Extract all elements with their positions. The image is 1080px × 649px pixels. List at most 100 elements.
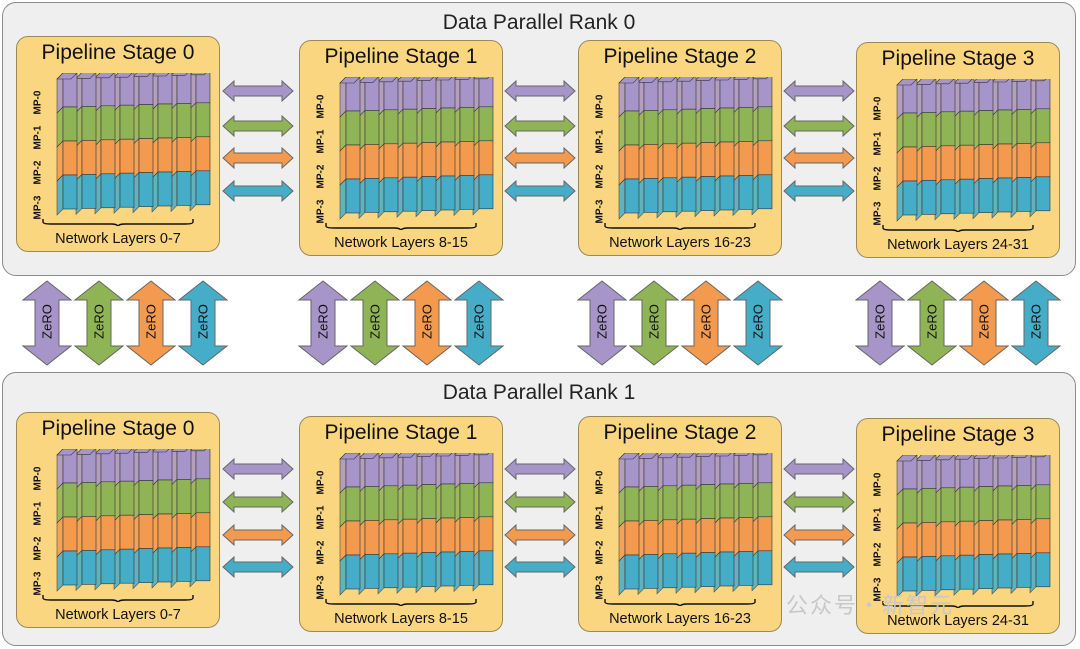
pipeline-stage-1: Pipeline Stage 1 Network Layers 8-15 MP-… — [299, 40, 503, 256]
stage-layers-label: Network Layers 24-31 — [887, 613, 1029, 629]
pipeline-transfer-arrow — [783, 115, 855, 137]
layer-band-mp-2 — [902, 522, 918, 558]
layer-top-cap — [991, 79, 1010, 83]
layer-band-mp-0 — [1016, 455, 1032, 486]
layer-band-mp-0 — [402, 77, 418, 110]
layer-band-mp-3 — [421, 552, 437, 587]
zero-label: ZeRO — [367, 304, 383, 339]
zero-label: ZeRO — [1028, 304, 1044, 339]
layer-band-mp-1 — [176, 103, 192, 138]
network-layer — [56, 449, 78, 592]
zero-arrow: ZeRO — [680, 280, 732, 366]
layer-band-mp-1 — [624, 486, 640, 522]
layer-band-mp-3 — [119, 172, 135, 208]
layer-top-cap — [75, 449, 96, 455]
network-layer — [472, 77, 494, 216]
layer-top-cap — [396, 453, 416, 458]
layer-top-cap — [56, 449, 78, 456]
layer-band-mp-2 — [921, 146, 937, 181]
zero-arrow: ZeRO — [73, 280, 125, 366]
layer-band-mp-2 — [921, 522, 937, 557]
stage-title: Pipeline Stage 3 — [881, 47, 1035, 70]
layers-brace — [882, 225, 1034, 232]
network-layer — [732, 453, 754, 593]
layer-band-mp-2 — [700, 142, 716, 177]
mp-label-1: MP-1 — [315, 505, 327, 530]
layer-band-mp-2 — [440, 141, 456, 177]
network-layer — [896, 79, 918, 222]
layer-band-mp-2 — [459, 141, 475, 176]
brace-path — [42, 219, 194, 226]
zero-arrow-shape — [628, 280, 680, 366]
layer-top-cap — [339, 453, 361, 460]
network-layer — [415, 453, 437, 594]
network-layer — [189, 449, 211, 588]
layer-side-face — [56, 106, 64, 148]
layer-stack — [618, 453, 773, 596]
zero-arrow-shape — [1010, 280, 1062, 366]
network-layer — [113, 449, 135, 590]
layer-side-face — [339, 110, 347, 152]
layer-band-mp-3 — [345, 178, 361, 214]
rank-title: Data Parallel Rank 0 — [442, 11, 636, 34]
network-layer — [75, 73, 97, 216]
pipeline-transfer-arrow — [783, 180, 855, 202]
mp-label-2: MP-2 — [872, 542, 884, 567]
double-arrow-shape — [783, 556, 855, 578]
layer-band-mp-2 — [100, 515, 116, 551]
layer-band-mp-2 — [459, 517, 475, 552]
layer-band-mp-1 — [997, 485, 1013, 521]
layer-band-mp-3 — [1016, 177, 1032, 212]
layer-side-face — [896, 112, 904, 154]
layer-side-face — [339, 554, 347, 596]
layer-band-mp-2 — [719, 517, 735, 553]
layer-side-face — [339, 486, 347, 528]
layer-band-mp-3 — [681, 552, 697, 588]
mp-label-1: MP-1 — [594, 129, 606, 154]
layer-band-mp-1 — [478, 106, 494, 142]
layers-brace — [604, 599, 756, 606]
layer-band-mp-0 — [978, 79, 994, 111]
mp-label-2: MP-2 — [315, 164, 327, 189]
mp-label-2: MP-2 — [872, 166, 884, 191]
double-arrow-shape — [783, 491, 855, 513]
layer-top-cap — [339, 77, 361, 84]
double-arrow-shape — [222, 80, 294, 102]
layers-brace — [42, 219, 194, 226]
layer-band-mp-1 — [700, 484, 716, 519]
layer-band-mp-0 — [978, 455, 994, 487]
layer-top-cap — [472, 453, 490, 456]
layer-top-cap — [618, 453, 640, 460]
layer-band-mp-3 — [478, 550, 494, 586]
mp-label-0: MP-0 — [872, 96, 884, 121]
layer-top-cap — [132, 73, 152, 77]
zero-arrow: ZeRO — [854, 280, 906, 366]
layer-side-face — [56, 140, 64, 182]
pipeline-transfer-arrow — [504, 491, 576, 513]
layer-band-mp-3 — [757, 174, 773, 210]
network-layer — [453, 77, 475, 217]
layer-side-face — [339, 178, 347, 220]
mp-label-2: MP-2 — [32, 536, 44, 561]
zero-label: ZeRO — [471, 304, 487, 339]
layer-band-mp-3 — [176, 171, 192, 206]
layer-band-mp-2 — [478, 516, 494, 552]
layer-band-mp-2 — [624, 144, 640, 180]
layer-band-mp-1 — [478, 482, 494, 518]
layer-band-mp-2 — [959, 520, 975, 556]
double-arrow-shape — [504, 147, 576, 169]
zero-label: ZeRO — [698, 304, 714, 339]
network-layer — [953, 79, 975, 220]
layer-band-mp-0 — [478, 77, 494, 108]
layer-band-mp-3 — [402, 176, 418, 212]
zero-label: ZeRO — [419, 304, 435, 339]
layer-band-mp-2 — [757, 516, 773, 552]
double-arrow-shape — [222, 524, 294, 546]
layer-band-mp-1 — [978, 110, 994, 145]
layer-band-mp-0 — [738, 453, 754, 484]
pipeline-stage-0: Pipeline Stage 0 Network Layers 0-7 MP-0… — [16, 36, 220, 252]
zero-arrow-shape — [21, 280, 73, 366]
layer-band-mp-1 — [421, 484, 437, 519]
pipeline-stage-2: Pipeline Stage 2 Network Layers 16-23 MP… — [578, 40, 782, 256]
double-arrow-shape — [783, 115, 855, 137]
